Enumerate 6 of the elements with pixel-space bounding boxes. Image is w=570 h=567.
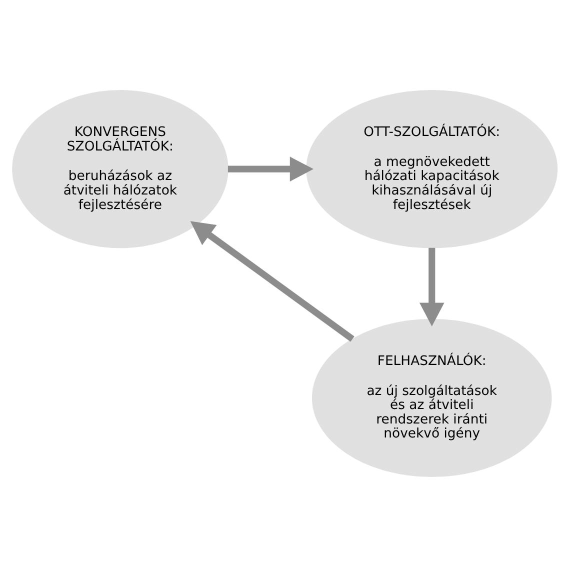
node-ellipse: OTT-SZOLGÁLTATÓK: a megnövekedett hálózati kapacitások kihasználásával új fejlesztések (306, 90, 558, 248)
node-ellipse: FELHASZNÁLÓK: az új szolgáltatások és az átviteli rendszerek iránti növekvő igény (312, 318, 552, 478)
node-ellipse: KONVERGENS SZOLGÁLTATÓK: beruházások az átviteli hálózatok fejlesztésére (12, 90, 228, 248)
arrow (419, 248, 444, 326)
arrow (228, 156, 314, 182)
arrow (190, 221, 354, 342)
